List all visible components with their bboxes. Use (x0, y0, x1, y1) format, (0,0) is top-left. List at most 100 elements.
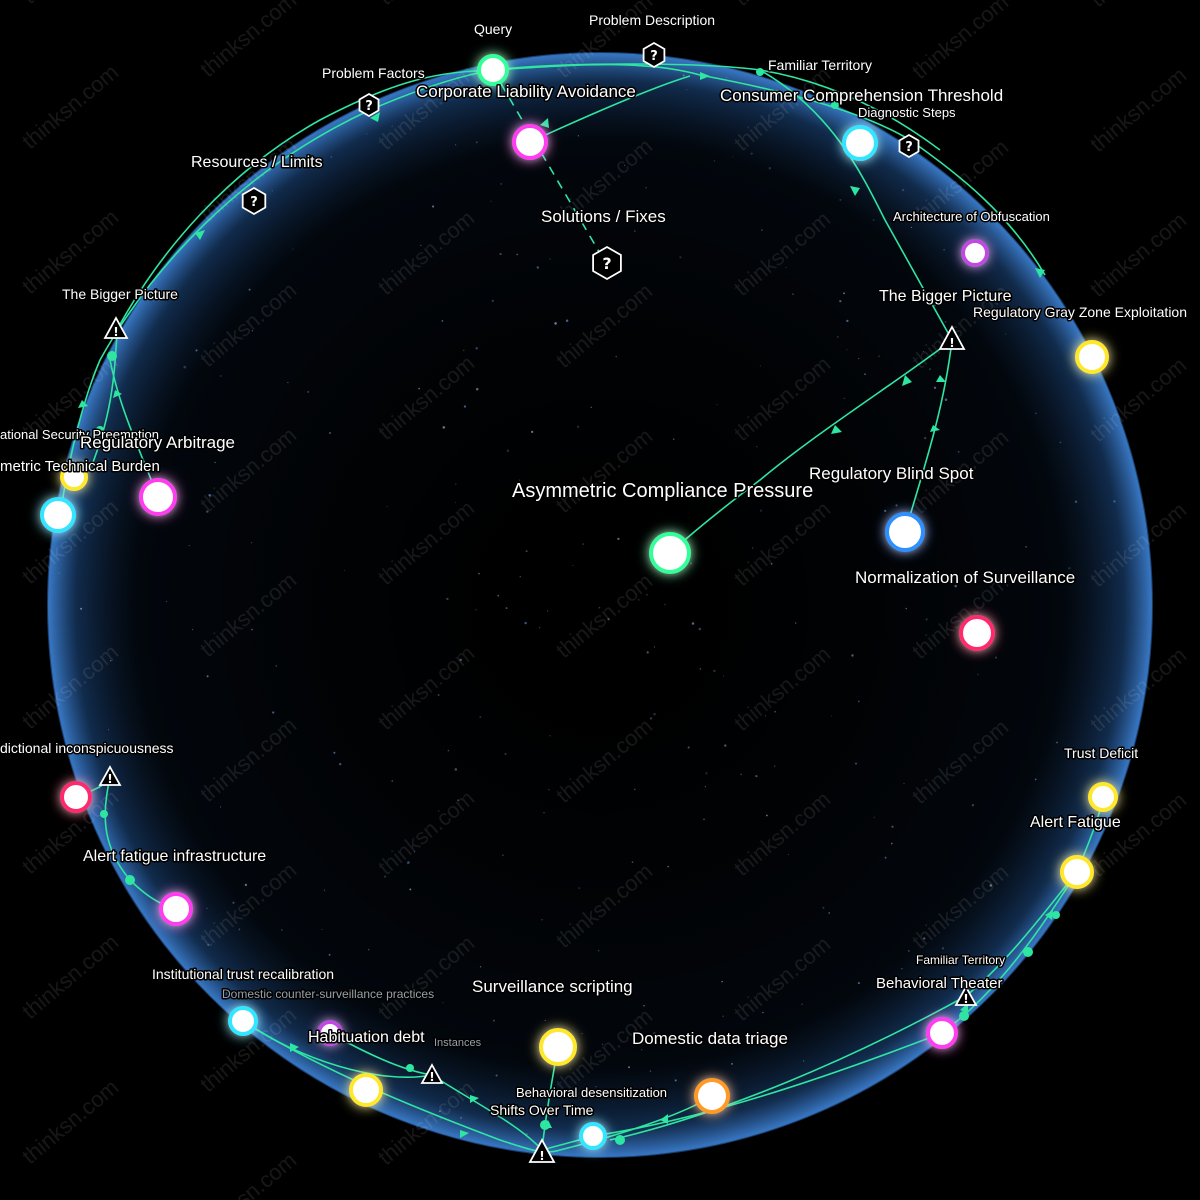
star-dot (994, 656, 998, 659)
svg-text:?: ? (650, 49, 658, 64)
star-dot (649, 1070, 652, 1072)
star-dot (689, 562, 693, 565)
junction-dot (959, 1011, 969, 1021)
architecture-obfuscation-node[interactable] (961, 239, 989, 267)
warning-triangle-icon[interactable]: ! (954, 985, 978, 1006)
label-behavioral-desensitization: Behavioral desensitization (516, 1085, 667, 1100)
star-dot (386, 505, 388, 507)
star-dot (188, 544, 190, 547)
star-dot (307, 391, 310, 393)
star-dot (664, 603, 666, 605)
sphere-rim (47, 52, 1153, 1158)
star-dot (407, 861, 410, 864)
national-security-node[interactable] (60, 463, 88, 491)
label-corporate-liability: Corporate Liability Avoidance (416, 82, 636, 101)
warning-triangle-icon[interactable]: ! (103, 316, 129, 339)
watermark-text: thinksn.com (373, 0, 479, 10)
question-hex-icon[interactable]: ? (358, 92, 380, 118)
star-dot (851, 654, 854, 657)
question-hex-icon[interactable]: ? (241, 186, 267, 216)
star-dot (922, 350, 924, 352)
junction-dot (831, 101, 839, 109)
surveillance-scripting-node[interactable] (539, 1028, 577, 1066)
warning-triangle-icon[interactable]: ! (420, 1063, 444, 1084)
star-dot (506, 449, 510, 452)
star-dot (328, 953, 331, 956)
trust-deficit-node[interactable] (1088, 782, 1118, 812)
warning-triangle-icon[interactable]: ! (938, 325, 966, 350)
star-dot (910, 226, 912, 228)
asymmetric-technical-node[interactable] (40, 497, 76, 533)
arrow-head (290, 1043, 299, 1052)
node-layer (40, 54, 1118, 1150)
star-dot (413, 851, 416, 853)
question-hex-icon[interactable]: ? (642, 41, 666, 69)
habituation-debt-node[interactable] (317, 1020, 343, 1046)
star-dot (787, 853, 789, 856)
svg-text:?: ? (250, 195, 258, 210)
regulatory-blind-spot-node[interactable] (885, 512, 925, 552)
star-dot (1074, 500, 1078, 503)
junction-dot (107, 351, 117, 361)
label-bigger-picture-right: The Bigger Picture (879, 288, 1012, 305)
star-dot (438, 810, 440, 812)
behavioral-desensitization-node[interactable] (579, 1122, 607, 1150)
star-dot (1113, 500, 1116, 503)
behavioral-theater-node[interactable] (926, 1017, 958, 1049)
warning-triangle-icon[interactable]: ! (528, 1138, 556, 1163)
edge-bottom-ring-2 (242, 1020, 594, 1151)
star-dot (724, 744, 727, 747)
star-dot (925, 618, 928, 621)
asymmetric-compliance-node[interactable] (649, 532, 691, 574)
star-dot (366, 133, 368, 135)
institutional-trust-node[interactable] (228, 1006, 258, 1036)
star-dot (463, 349, 465, 351)
query-node[interactable] (477, 54, 509, 86)
star-dot (321, 928, 323, 930)
label-alert-fatigue: Alert Fatigue (1030, 814, 1121, 831)
edge-bigger-picture-to-compliance (669, 339, 953, 554)
question-hex-icon[interactable]: ? (898, 133, 920, 159)
star-dot (280, 929, 283, 931)
star-dot (1068, 567, 1071, 570)
star-dot (525, 550, 528, 553)
habituation-yellow-node[interactable] (349, 1073, 383, 1107)
star-dot (765, 814, 768, 817)
star-dot (615, 355, 617, 358)
star-dot (768, 166, 772, 170)
warning-triangle-icon[interactable]: ! (98, 765, 122, 786)
normalization-surveillance-node[interactable] (959, 615, 995, 651)
star-dot (531, 430, 534, 433)
star-dot (627, 1066, 631, 1069)
star-dot (891, 825, 894, 828)
star-dot (590, 406, 593, 409)
alert-fatigue-infra-node[interactable] (159, 892, 193, 926)
star-dot (878, 575, 880, 577)
jurisdictional-node[interactable] (60, 781, 92, 813)
edge-bottom-ring (242, 1020, 713, 1153)
star-dot (219, 375, 222, 377)
star-dot (524, 621, 527, 625)
star-dot (80, 607, 83, 610)
star-dot (759, 509, 763, 512)
star-dot (110, 660, 112, 662)
regulatory-arbitrage-node[interactable] (139, 478, 177, 516)
question-hex-icon[interactable]: ? (592, 245, 622, 281)
star-dot (287, 381, 289, 384)
star-dot (929, 368, 932, 371)
corporate-liability-node[interactable] (512, 124, 548, 160)
star-dot (957, 450, 960, 453)
watermark-text: thinksn.com (17, 59, 123, 154)
domestic-data-triage-node[interactable] (694, 1078, 730, 1114)
star-dot (492, 1019, 495, 1022)
regulatory-gray-zone-node[interactable] (1075, 340, 1109, 374)
star-dot (214, 461, 216, 464)
watermark-text: thinksn.com (17, 0, 123, 9)
alert-fatigue-node[interactable] (1060, 855, 1094, 889)
star-dot (722, 1015, 724, 1017)
star-dot (479, 966, 482, 968)
consumer-comprehension-node[interactable] (842, 125, 878, 161)
star-dot (576, 425, 580, 428)
star-dot (330, 156, 332, 158)
